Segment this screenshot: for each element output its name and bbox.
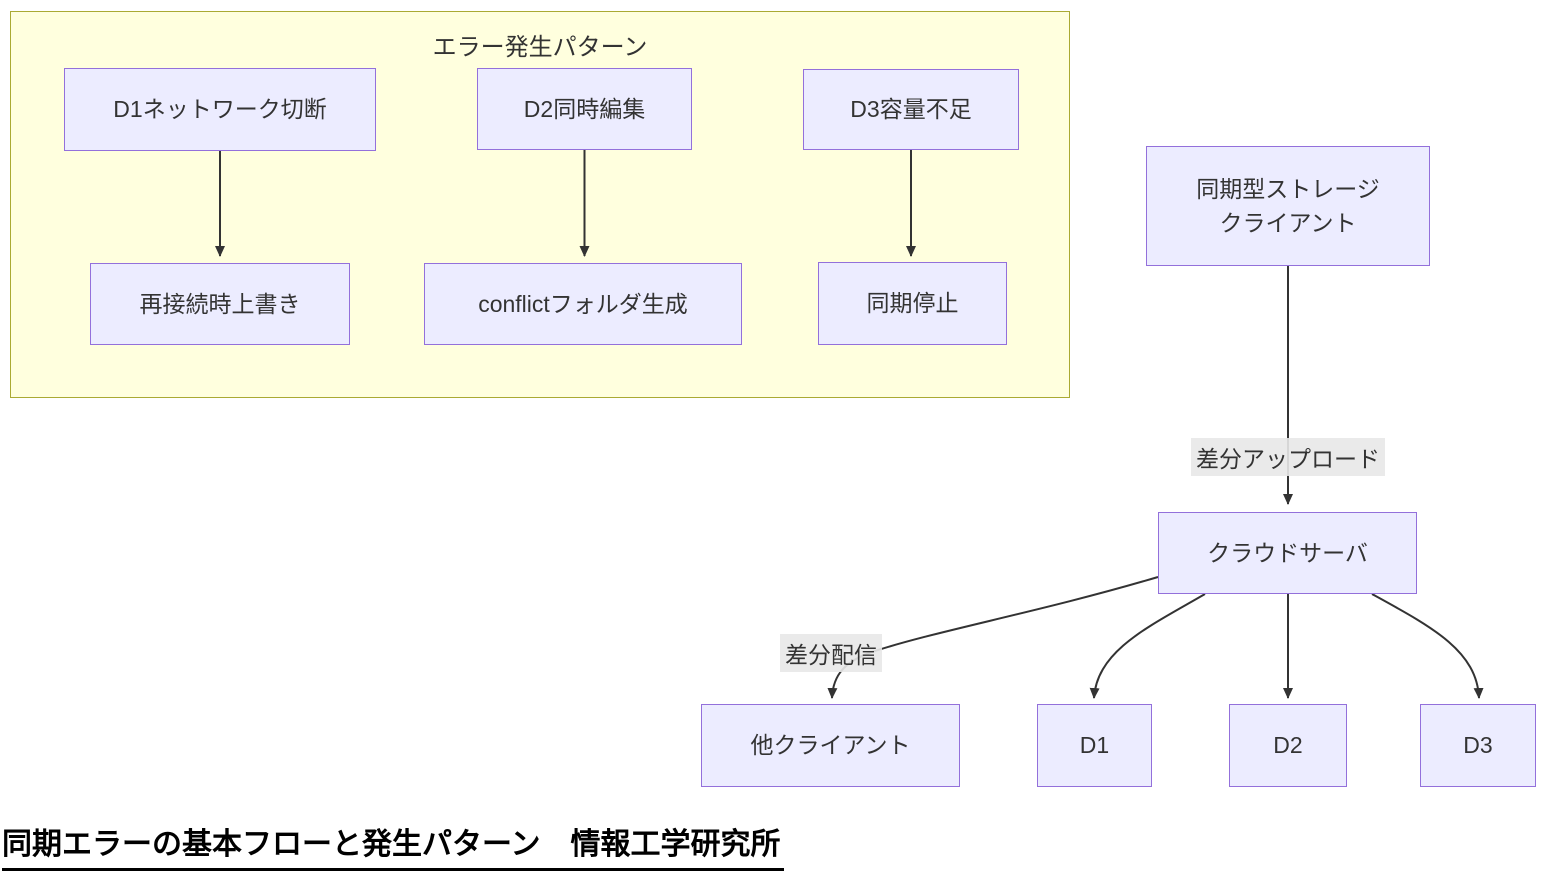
node-device-d1: D1 [1037, 704, 1152, 787]
node-device-d3: D3 [1420, 704, 1536, 787]
node-device-d2: D2 [1229, 704, 1347, 787]
edge-server-to-dev1 [1089, 593, 1206, 699]
node-sync-stopped: 同期停止 [818, 262, 1007, 345]
node-d1-network-disconnect: D1ネットワーク切断 [64, 68, 376, 151]
cluster-title: エラー発生パターン [432, 34, 648, 61]
node-conflict-folder-created: conflictフォルダ生成 [424, 263, 742, 345]
node-d3-capacity-shortage: D3容量不足 [803, 69, 1019, 150]
node-sync-storage-client: 同期型ストレージ クライアント [1146, 146, 1430, 266]
node-other-client: 他クライアント [701, 704, 960, 787]
node-d2-concurrent-edit: D2同時編集 [477, 68, 692, 150]
edge-label-diff-upload: 差分アップロード [1191, 438, 1385, 476]
edge-label-diff-deliver: 差分配信 [780, 634, 882, 672]
diagram-caption: 同期エラーの基本フローと発生パターン 情報工学研究所 [2, 819, 784, 871]
node-reconnect-overwrite: 再接続時上書き [90, 263, 350, 345]
edge-server-to-dev3 [1371, 593, 1484, 699]
node-cloud-server: クラウドサーバ [1158, 512, 1417, 594]
